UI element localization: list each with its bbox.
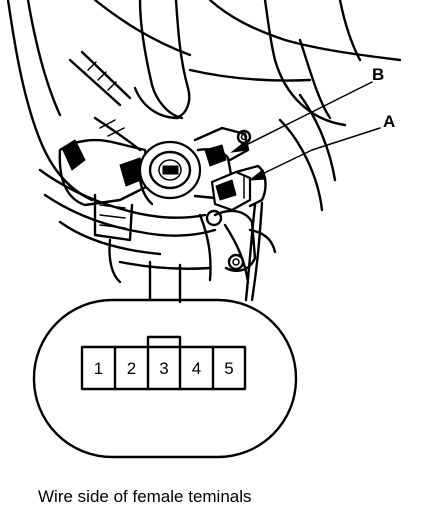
callout-leaders <box>230 81 381 181</box>
terminal-4-label: 4 <box>192 359 201 378</box>
terminal-block <box>80 345 247 391</box>
callout-label-a: A <box>383 112 395 131</box>
connector-detail-view: 1 2 3 4 5 <box>32 298 298 459</box>
terminal-2-label: 2 <box>127 359 136 378</box>
connector-lock-tab <box>146 335 182 349</box>
connector-outline <box>32 298 298 459</box>
steering-column-illustration <box>6 0 402 304</box>
callout-label-b: B <box>372 65 384 84</box>
terminal-1-label: 1 <box>94 359 103 378</box>
diagram-caption: Wire side of female teminals <box>38 487 252 506</box>
terminal-3-label: 3 <box>159 359 168 378</box>
terminal-5-label: 5 <box>224 359 233 378</box>
